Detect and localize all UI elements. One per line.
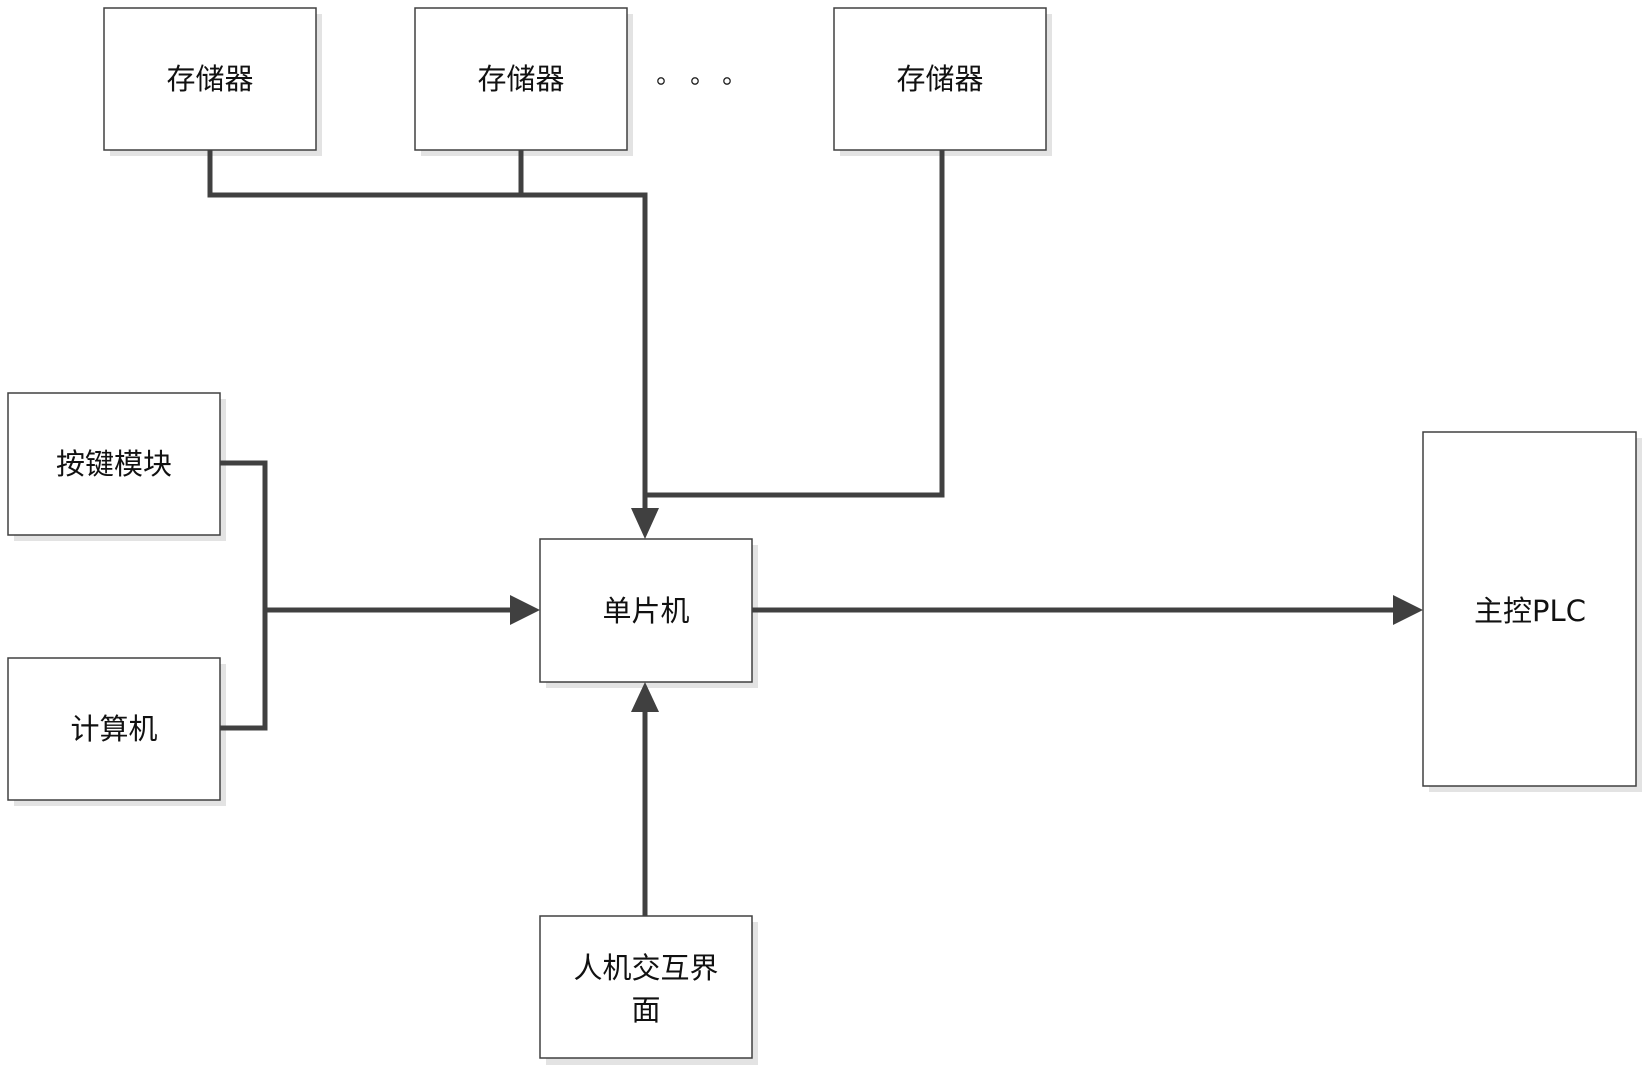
arrow-right-into-mcu-icon [510, 595, 540, 625]
storage-label: 存储器 [896, 62, 983, 96]
hmi-label-line-2: 面 [631, 993, 660, 1027]
ellipsis-dot [723, 77, 731, 85]
arrowheads [510, 508, 1423, 712]
mcu-box[interactable]: 单片机 [539, 538, 753, 683]
storage-label: 存储器 [166, 62, 253, 96]
mcu-label: 单片机 [602, 594, 689, 628]
storage-label: 存储器 [477, 62, 564, 96]
storage-box-2[interactable]: 存储器 [414, 7, 628, 151]
main-plc-box[interactable]: 主控PLC [1422, 431, 1637, 787]
computer-label: 计算机 [70, 712, 157, 746]
keypad-computer-bus-wire [220, 460, 268, 731]
connections [207, 150, 1397, 916]
arrow-up-into-mcu-icon [631, 682, 659, 712]
hmi-label-line-1: 人机交互界 [573, 951, 718, 985]
arrow-down-into-mcu-icon [631, 508, 659, 539]
computer-box[interactable]: 计算机 [7, 657, 221, 801]
main-plc-label: 主控PLC [1474, 594, 1586, 628]
storage-n-wire [645, 150, 945, 498]
keypad-module-label: 按键模块 [56, 447, 172, 481]
storage-box-n[interactable]: 存储器 [833, 7, 1047, 151]
arrow-right-into-plc-icon [1393, 595, 1423, 625]
keypad-module-box[interactable]: 按键模块 [7, 392, 221, 536]
storage-bus-wire [207, 150, 648, 510]
hmi-box[interactable]: 人机交互界 面 [539, 915, 753, 1059]
box-shadows [14, 14, 1642, 1065]
ellipsis-dot [657, 77, 665, 85]
ellipsis-dot [691, 77, 699, 85]
storage-box-1[interactable]: 存储器 [103, 7, 317, 151]
storage-ellipsis [657, 77, 731, 85]
